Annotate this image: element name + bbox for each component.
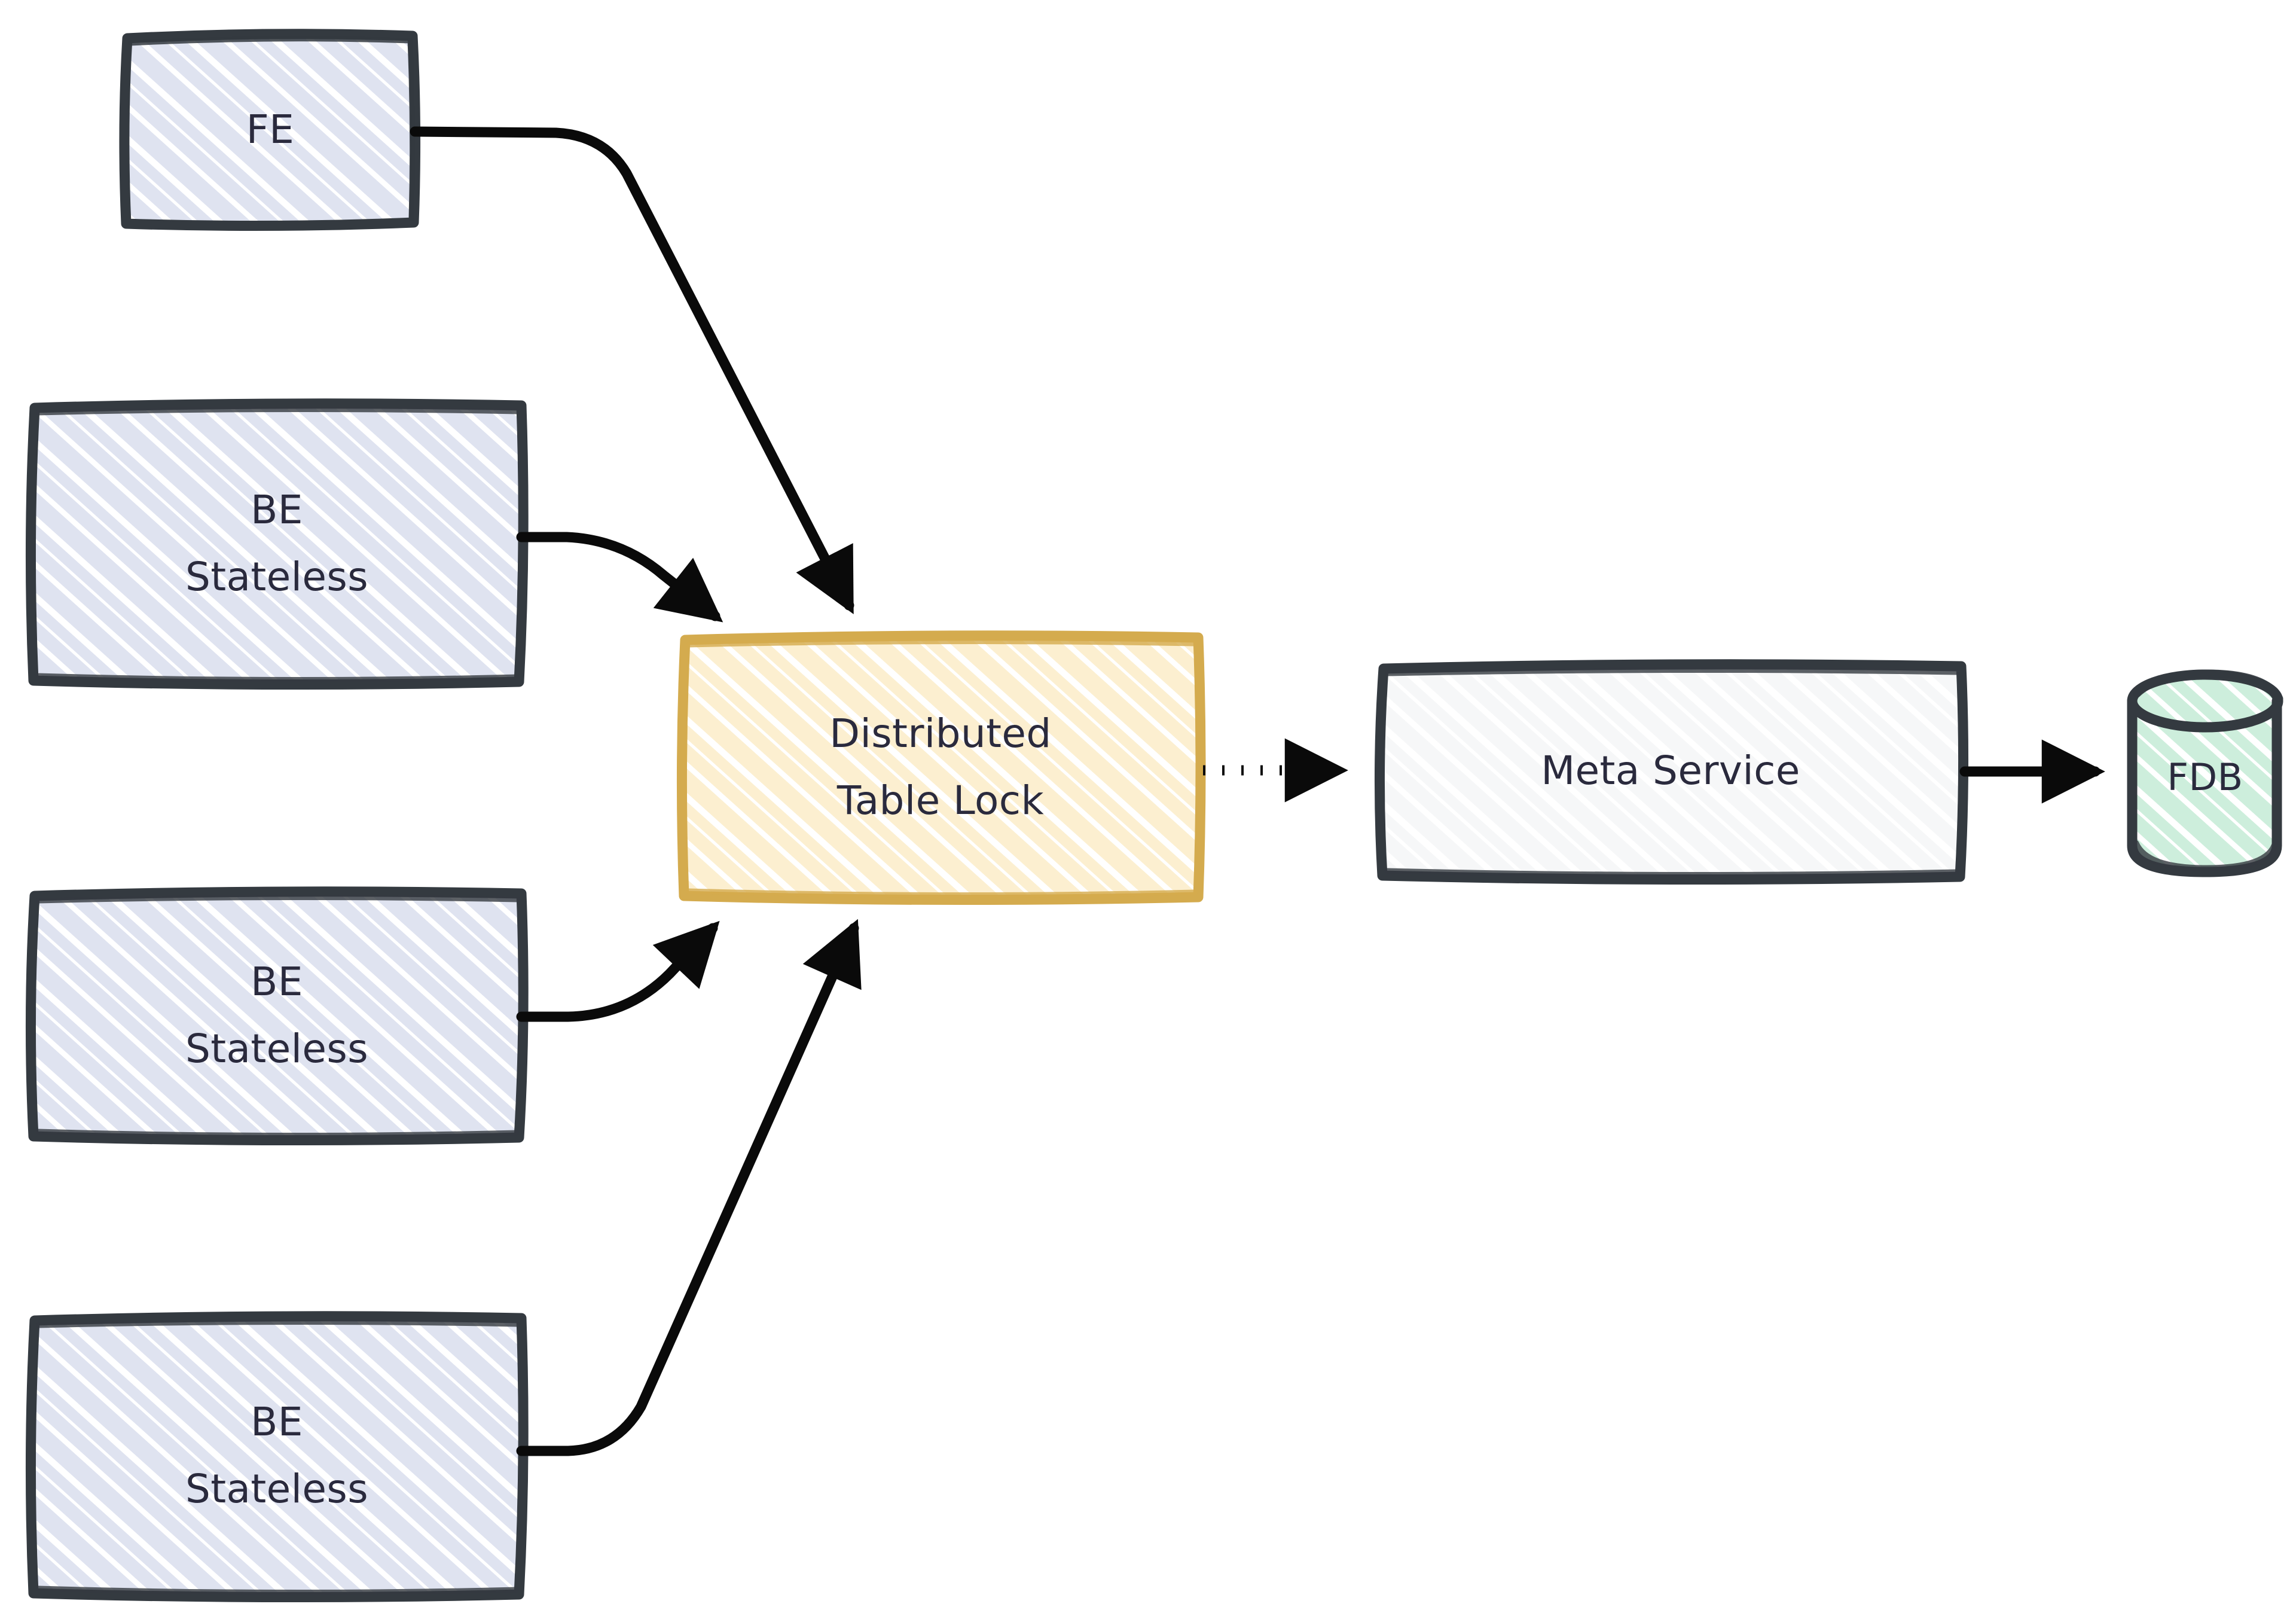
edge-be2-to-lock[interactable] <box>516 920 720 1022</box>
lock-fill <box>683 636 1199 897</box>
be3-fill <box>32 1317 521 1594</box>
be3-border-sketch <box>35 1319 521 1596</box>
be1-to-lock-line <box>516 532 723 623</box>
node-distributed-table-lock[interactable] <box>676 630 1206 905</box>
fdb-fill <box>2132 675 2277 872</box>
be1-fill <box>32 404 521 682</box>
be3-to-lock-line <box>516 919 862 1456</box>
node-be2[interactable] <box>25 886 529 1146</box>
be2-fill <box>32 892 521 1138</box>
node-meta-service[interactable] <box>1374 659 1969 885</box>
fe-to-lock-line <box>410 126 854 614</box>
be1-border-sketch <box>35 406 521 683</box>
be1-border <box>25 398 529 690</box>
meta-border-sketch <box>1384 667 1961 878</box>
node-be1[interactable] <box>25 398 529 690</box>
lock-border <box>676 630 1206 905</box>
edge-fe-to-lock[interactable] <box>410 126 854 614</box>
fdb-top-sketch <box>2133 669 2283 703</box>
be2-to-lock-line <box>516 920 720 1022</box>
node-fdb[interactable] <box>2127 669 2283 877</box>
node-be3[interactable] <box>25 1311 529 1603</box>
fdb-bottom-sketch <box>2132 838 2279 872</box>
fdb-body-outline <box>2127 696 2282 877</box>
be2-border-sketch <box>35 894 521 1139</box>
node-fe[interactable] <box>119 29 421 231</box>
edge-be3-to-lock[interactable] <box>516 919 862 1456</box>
edge-be1-to-lock[interactable] <box>516 532 723 623</box>
meta-fill <box>1381 665 1961 877</box>
lock-border-sketch <box>686 638 1198 898</box>
fe-fill <box>126 35 415 225</box>
be3-border <box>25 1311 529 1603</box>
